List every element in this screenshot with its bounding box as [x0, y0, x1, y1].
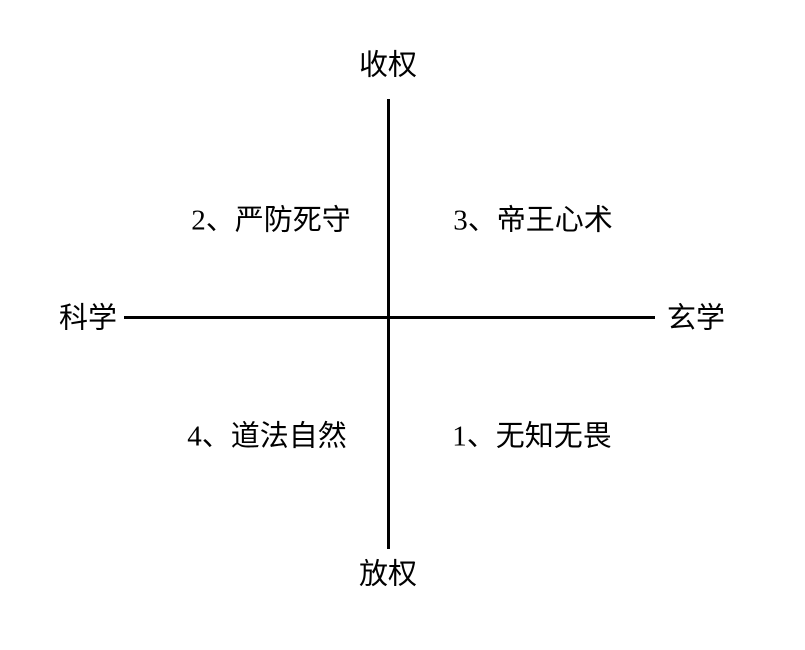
vertical-axis-line	[387, 99, 390, 549]
quadrant-label-bottom-left: 4、道法自然	[187, 420, 347, 453]
axis-label-right: 玄学	[666, 302, 726, 335]
quadrant-label-bottom-right: 1、无知无畏	[452, 420, 612, 453]
axis-label-top: 收权	[358, 49, 418, 82]
quadrant-label-top-left: 2、严防死守	[191, 204, 351, 237]
quadrant-label-top-right: 3、帝王心术	[453, 204, 613, 237]
axis-label-bottom: 放权	[358, 558, 418, 591]
axis-label-left: 科学	[58, 302, 118, 335]
